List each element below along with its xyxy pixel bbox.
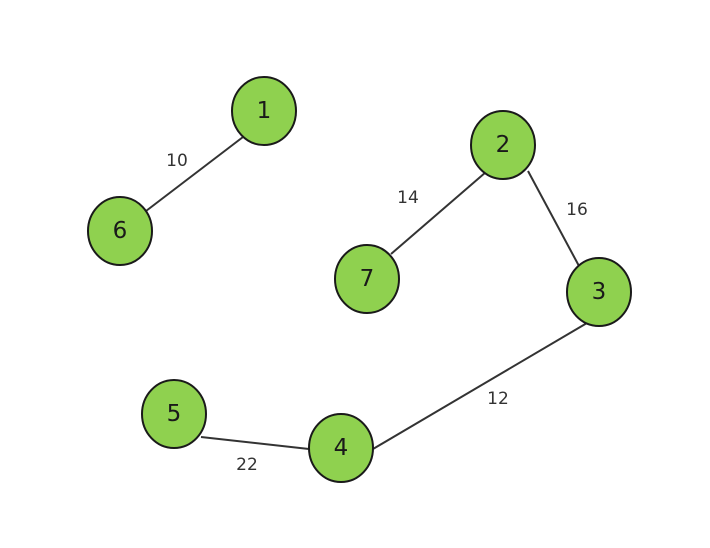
node-5-label: 5	[167, 401, 182, 427]
node-7[interactable]: 7	[334, 244, 400, 314]
edge-weight-1-6: 10	[166, 151, 188, 171]
edges	[145, 136, 588, 450]
node-5-circle	[141, 379, 207, 449]
edge-1-6	[145, 136, 244, 212]
node-1[interactable]: 1	[231, 76, 297, 146]
edge-weight-3-4: 12	[487, 389, 509, 409]
node-4[interactable]: 4	[308, 413, 374, 483]
edge-weight-2-7: 14	[397, 188, 419, 208]
node-3-label: 3	[592, 279, 607, 305]
node-3-circle	[566, 257, 632, 327]
node-4-label: 4	[334, 435, 349, 461]
edge-5-4	[200, 436, 310, 450]
node-4-circle	[308, 413, 374, 483]
node-7-circle	[334, 244, 400, 314]
node-2-circle	[470, 110, 536, 180]
edge-3-4	[372, 322, 588, 450]
node-3[interactable]: 3	[566, 257, 632, 327]
node-5[interactable]: 5	[141, 379, 207, 449]
nodes: 1 2 3 4 5 6 7	[87, 76, 632, 483]
node-6-circle	[87, 196, 153, 266]
node-1-circle	[231, 76, 297, 146]
edge-2-7	[390, 171, 487, 255]
edge-2-3	[527, 170, 580, 267]
edge-weight-5-4: 22	[236, 455, 258, 475]
node-6-label: 6	[113, 218, 128, 244]
edge-labels: 10 14 16 12 22	[166, 151, 588, 475]
node-7-label: 7	[360, 266, 375, 292]
node-2[interactable]: 2	[470, 110, 536, 180]
edge-weight-2-3: 16	[566, 200, 588, 220]
node-1-label: 1	[257, 98, 272, 124]
node-2-label: 2	[496, 132, 511, 158]
node-6[interactable]: 6	[87, 196, 153, 266]
